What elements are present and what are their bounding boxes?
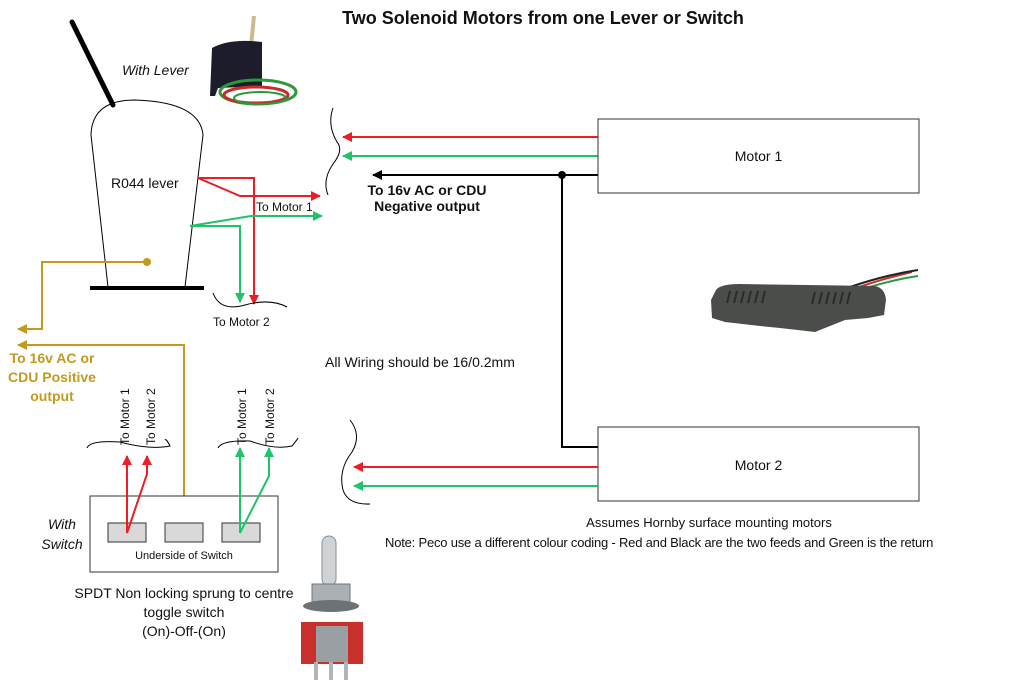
lever-outline bbox=[90, 99, 204, 288]
gold-wire-switch bbox=[17, 340, 185, 512]
green-wire-to-motor-2 bbox=[190, 225, 245, 303]
assumes-note: Assumes Hornby surface mounting motors bbox=[586, 515, 832, 530]
lever-caption: With Lever bbox=[122, 62, 189, 78]
underside-label: Underside of Switch bbox=[135, 550, 233, 562]
switch-terminal-common bbox=[164, 522, 204, 543]
switch-caption-line-1: With bbox=[48, 516, 76, 532]
positive-output-label: To 16v AC or CDU Positive output bbox=[2, 349, 102, 406]
lever-handle bbox=[69, 19, 116, 108]
red-wire-to-motor-2 bbox=[198, 177, 259, 305]
positive-label-line-2: CDU Positive bbox=[8, 369, 96, 385]
green-wire-to-motor-1 bbox=[189, 211, 323, 227]
switch-green-to-motor-1: To Motor 1 bbox=[235, 388, 249, 445]
positive-label-line-1: To 16v AC or bbox=[9, 350, 95, 366]
negative-label-line-1: To 16v AC or CDU bbox=[367, 182, 487, 198]
lever-wires bbox=[189, 177, 323, 308]
switch-red-to-motor-1: To Motor 1 bbox=[118, 388, 132, 445]
brace-to-motor-2 bbox=[212, 292, 288, 308]
lever-to-motor-1-label: To Motor 1 bbox=[256, 200, 313, 214]
positive-wires bbox=[17, 258, 185, 512]
motor-1-wires bbox=[342, 132, 598, 448]
red-wire-to-motor-1 bbox=[197, 177, 321, 201]
toggle-switch-photo bbox=[301, 535, 363, 680]
hornby-surface-motor-photo bbox=[711, 269, 919, 332]
lever-frame-photo bbox=[210, 15, 298, 106]
positive-label-line-3: output bbox=[30, 388, 74, 404]
motor-2-box bbox=[597, 426, 920, 502]
negative-label-line-2: Negative output bbox=[374, 198, 480, 214]
peco-note: Note: Peco use a different colour coding… bbox=[385, 535, 934, 550]
switch-desc-line-1: SPDT Non locking sprung to centre bbox=[74, 585, 294, 601]
motor-2-label: Motor 2 bbox=[734, 457, 783, 473]
negative-output-label: To 16v AC or CDU Negative output bbox=[352, 182, 502, 214]
switch-caption-line-2: Switch bbox=[41, 536, 83, 552]
motor-1-label: Motor 1 bbox=[734, 148, 783, 164]
switch-underside bbox=[86, 437, 299, 573]
brace-motor-2 bbox=[341, 419, 371, 505]
lever-to-motor-2-label: To Motor 2 bbox=[213, 315, 270, 329]
brace-motor-1 bbox=[325, 107, 341, 196]
page-title: Two Solenoid Motors from one Lever or Sw… bbox=[342, 8, 744, 28]
switch-description: SPDT Non locking sprung to centre toggle… bbox=[56, 584, 312, 641]
switch-red-to-motor-2: To Motor 2 bbox=[144, 388, 158, 445]
gold-wire-lever bbox=[17, 261, 147, 334]
switch-desc-line-3: (On)-Off-(On) bbox=[142, 623, 226, 639]
wiring-note: All Wiring should be 16/0.2mm bbox=[325, 354, 515, 370]
switch-green-to-motor-2: To Motor 2 bbox=[263, 388, 277, 445]
switch-caption: With Switch bbox=[38, 514, 86, 554]
r044-lever bbox=[69, 19, 204, 290]
motor-1-box bbox=[597, 118, 920, 194]
switch-desc-line-2: toggle switch bbox=[143, 604, 225, 620]
motor-2-wires bbox=[353, 462, 598, 491]
lever-label: R044 lever bbox=[111, 175, 179, 191]
